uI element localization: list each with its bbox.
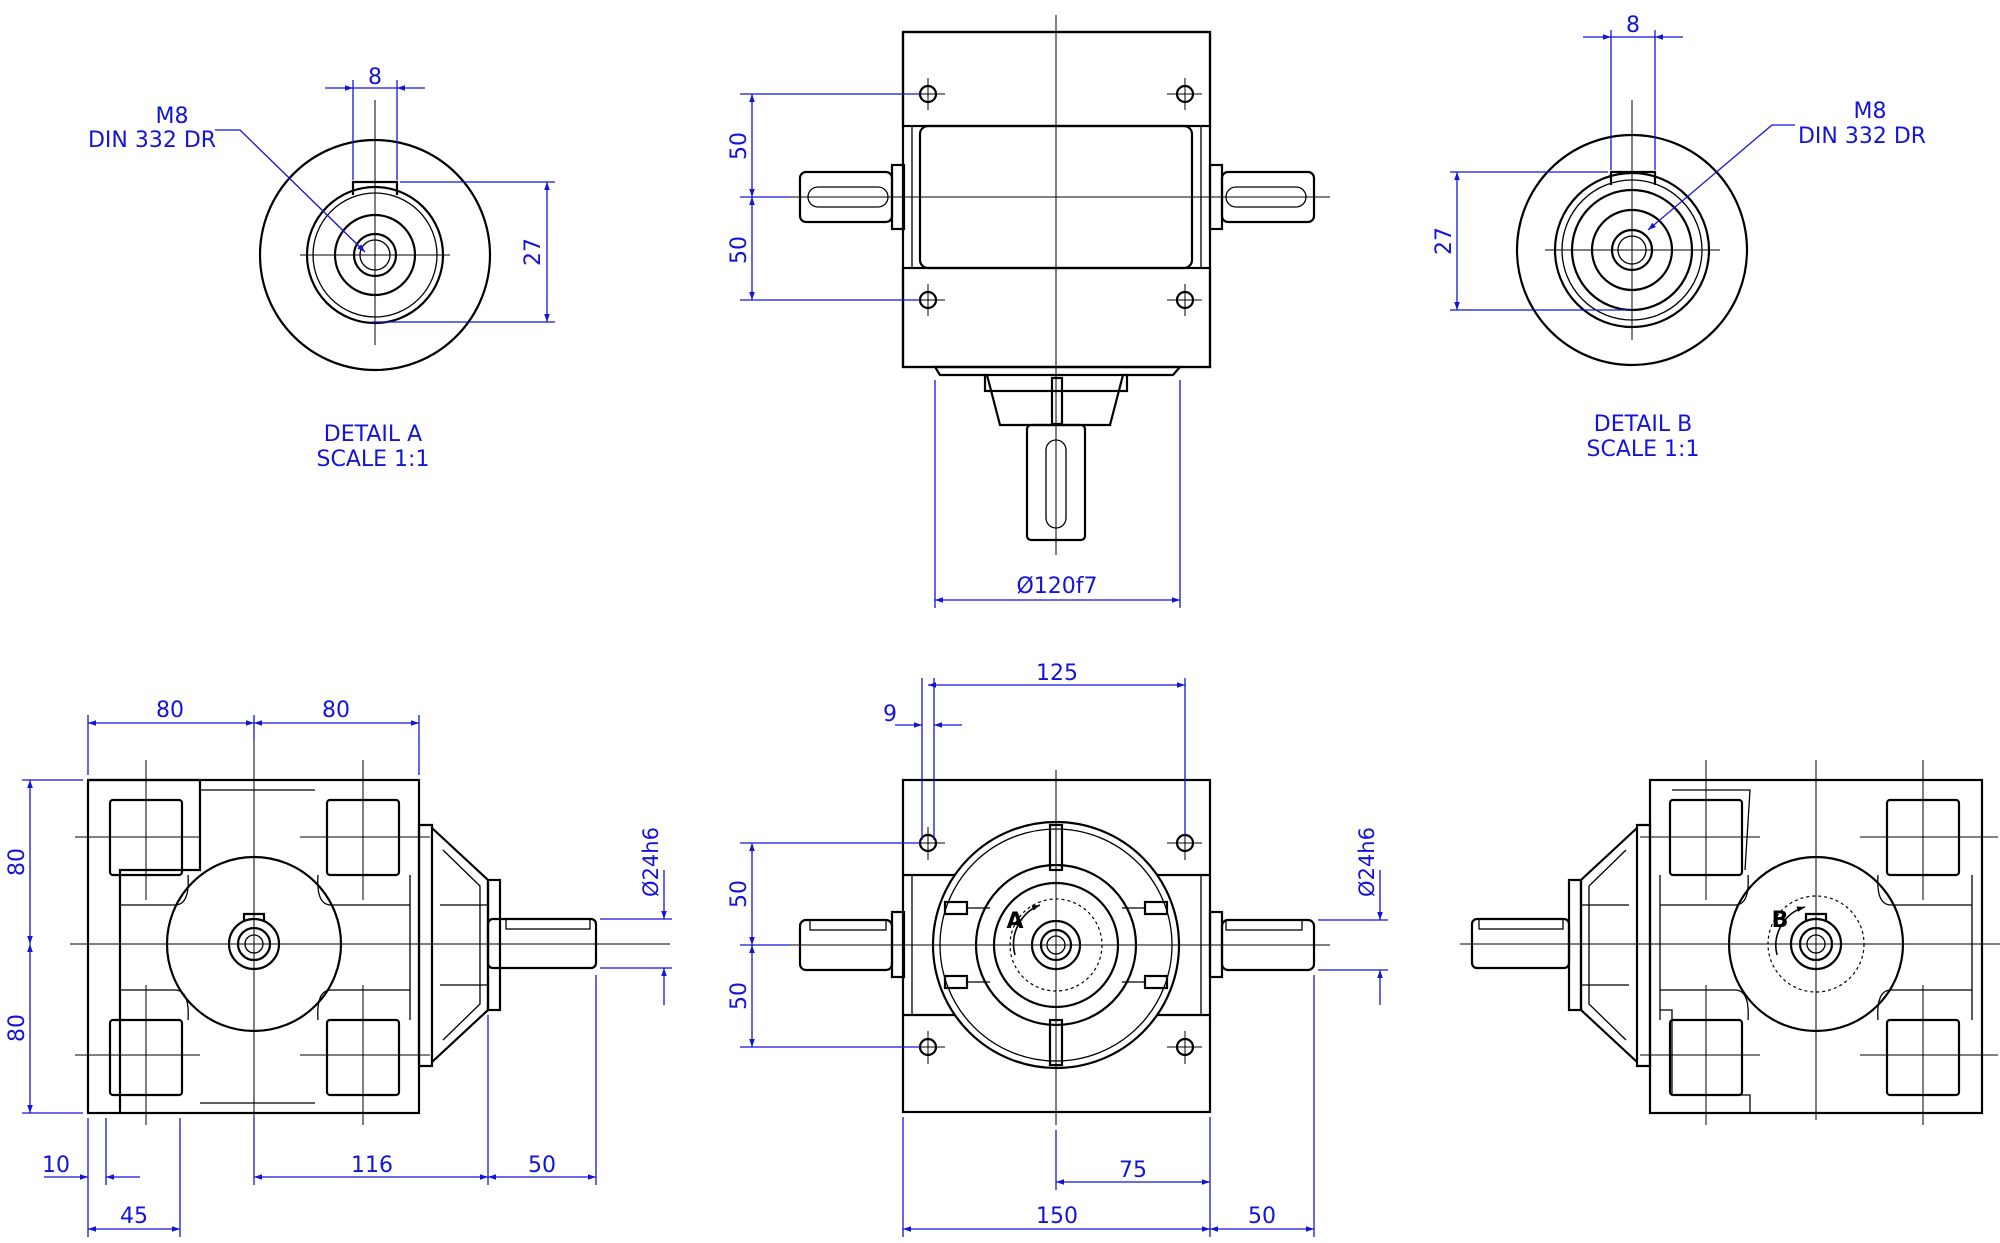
left-view-side-lower-dim: 80 [5,1014,30,1042]
top-view: 50 50 Ø120f7 [727,15,1330,608]
left-view-shaft-len-dim: 50 [528,1153,556,1178]
front-view-width-top-dim: 125 [1036,661,1078,686]
right-view: B [1460,760,2000,1125]
front-view-width-dim: 150 [1036,1204,1078,1229]
detail-a-title: DETAIL A [324,422,422,447]
detail-b-view: 8 27 M8 DIN 332 DR DETAIL B SCALE 1:1 [1432,13,1926,462]
front-view-hole-dim: 9 [883,702,897,727]
front-view-half-dim: 75 [1119,1158,1147,1183]
left-view-top-right-dim: 80 [322,698,350,723]
top-view-diameter-dim: Ø120f7 [1016,574,1097,599]
left-view-base-dim: 45 [120,1204,148,1229]
detail-a-view: 8 27 M8 DIN 332 DR DETAIL A SCALE 1:1 [88,65,555,472]
left-view-shaft-dia-dim: Ø24h6 [639,827,663,897]
detail-b-key-height-dim: 27 [1432,227,1457,255]
front-view-rotation-label: A [1006,909,1023,934]
detail-a-thread-label: M8 [156,104,189,129]
left-view-side-upper-dim: 80 [5,848,30,876]
detail-b-key-width-dim: 8 [1626,13,1640,38]
top-view-lower-dim: 50 [727,236,752,264]
detail-a-scale: SCALE 1:1 [317,447,430,472]
detail-b-thread-label: M8 [1854,99,1887,124]
front-view-upper-dim: 50 [727,880,752,908]
front-view-shaft-len-dim: 50 [1248,1204,1276,1229]
left-view: 80 80 80 80 10 45 116 50 Ø24h6 [5,698,672,1237]
left-view-top-left-dim: 80 [156,698,184,723]
detail-a-standard-label: DIN 332 DR [88,128,216,153]
front-view: A 9 125 50 50 75 150 [727,661,1388,1237]
right-view-rotation-label: B [1772,908,1789,933]
detail-b-title: DETAIL B [1594,412,1692,437]
detail-a-key-width-dim: 8 [368,65,382,90]
left-view-offset-dim: 10 [42,1153,70,1178]
detail-b-scale: SCALE 1:1 [1587,437,1700,462]
top-view-upper-dim: 50 [727,132,752,160]
front-view-lower-dim: 50 [727,982,752,1010]
left-view-shaft-pos-dim: 116 [351,1153,393,1178]
front-view-shaft-dia-dim: Ø24h6 [1355,827,1379,897]
detail-a-key-height-dim: 27 [521,238,546,266]
detail-b-standard-label: DIN 332 DR [1798,124,1926,149]
